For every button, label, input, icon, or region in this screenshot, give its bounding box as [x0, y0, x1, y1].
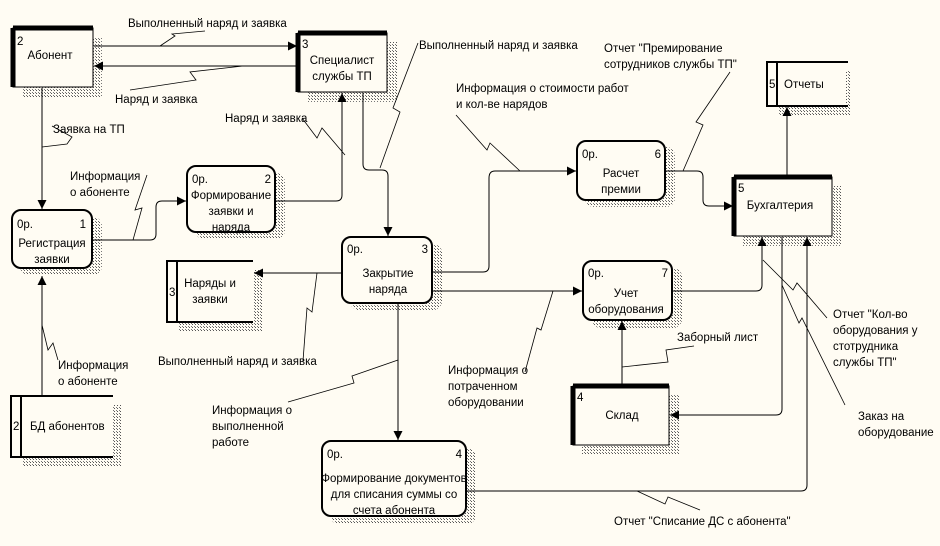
flow-label: оборудовании — [448, 397, 524, 409]
process-number: 4 — [456, 449, 463, 461]
flow-labels: Выполненный наряд и заявка Наряд и заявк… — [53, 18, 934, 528]
process-cost: 0р. — [192, 174, 208, 186]
process-name-line: оборудования — [588, 304, 664, 316]
flow-label: службы ТП" — [833, 357, 897, 369]
process-cost: 0р. — [327, 449, 343, 461]
flow-label: работе — [212, 437, 249, 449]
entity-number: 2 — [17, 36, 23, 48]
flow-p2-to-specialist[interactable] — [275, 93, 347, 202]
datastore-number: 5 — [769, 79, 775, 91]
datastore-orders[interactable]: 3 Наряды и заявки — [166, 260, 262, 332]
datastore-name: Отчеты — [784, 79, 824, 91]
flow-label: Выполненный наряд и заявка — [419, 40, 578, 52]
datastore-number: 2 — [13, 421, 19, 433]
datastore-number: 3 — [169, 287, 175, 299]
datastore-name-line: Наряды и — [184, 278, 236, 290]
process-2[interactable]: 0р. 2 Формирование заявки и наряда — [186, 165, 285, 239]
entity-name: Бухгалтерия — [747, 200, 813, 212]
flow-label: о абоненте — [70, 187, 130, 199]
process-3[interactable]: 0р. 3 Закрытие наряда — [341, 236, 442, 310]
entity-name-line: службы ТП — [312, 71, 372, 83]
entity-abonent[interactable]: 2 Абонент — [10, 25, 102, 97]
process-number: 2 — [265, 174, 271, 186]
entity-number: 5 — [738, 183, 744, 195]
datastore-name: БД абонентов — [30, 421, 105, 433]
flow-label: Наряд и заявка — [225, 113, 308, 125]
flow-label: Заборный лист — [677, 332, 759, 344]
entity-buh[interactable]: 5 Бухгалтерия — [731, 174, 842, 246]
flow-label: Заявка на ТП — [53, 124, 125, 136]
process-number: 6 — [655, 149, 661, 161]
flow-p3-to-p6[interactable] — [432, 166, 576, 273]
process-4[interactable]: 0р. 4 Формирование документов для списан… — [321, 440, 476, 524]
flow-label: Информация о — [448, 365, 528, 377]
flow-p1-to-p2[interactable] — [92, 196, 186, 241]
flow-label: о абоненте — [58, 376, 118, 388]
process-number: 3 — [422, 244, 428, 256]
entity-name: Абонент — [27, 50, 73, 62]
flow-label: выполненной — [212, 421, 284, 433]
flow-label: Информация — [58, 360, 128, 372]
datastore-name-line: заявки — [192, 294, 227, 306]
flow-buh-to-sklad[interactable] — [670, 237, 783, 420]
process-name-line: наряда — [369, 284, 408, 296]
process-cost: 0р. — [347, 244, 363, 256]
flow-p6-to-buh[interactable] — [665, 170, 733, 211]
process-name-line: наряда — [212, 222, 251, 234]
process-7[interactable]: 0р. 7 Учет оборудования — [582, 260, 682, 328]
process-name-line: Формирование — [191, 190, 271, 202]
entity-number: 4 — [577, 392, 584, 404]
flow-label: Заказ на — [858, 411, 905, 423]
process-name-line: Регистрация — [18, 238, 85, 250]
process-number: 7 — [662, 268, 668, 280]
process-name-line: Расчет — [603, 168, 640, 180]
process-name-line: Учет — [614, 288, 639, 300]
flow-label: Отчет "Кол-во — [833, 309, 908, 321]
process-name-line: для списания суммы со — [331, 489, 458, 501]
flow-label: оборудования у — [833, 325, 918, 337]
entity-sklad[interactable]: 4 Склад — [570, 383, 679, 455]
flow-specialist-to-p3[interactable] — [362, 93, 393, 236]
process-name-line: Формирование документов — [321, 473, 467, 485]
flow-label: сотрудников службы ТП" — [604, 59, 737, 71]
entity-name: Склад — [605, 410, 639, 422]
label-leaders — [41, 30, 846, 511]
datastore-subscribers-db[interactable]: 2 БД абонентов — [10, 395, 122, 467]
process-name-line: заявки и — [208, 206, 253, 218]
entity-name-line: Специалист — [310, 55, 375, 67]
flow-p7-to-buh[interactable] — [672, 237, 767, 292]
process-cost: 0р. — [582, 149, 598, 161]
process-name-line: премии — [601, 184, 641, 196]
process-name-line: Закрытие — [362, 268, 413, 280]
flow-label: Отчет "Списание ДС с абонента" — [614, 516, 791, 528]
process-name-line: заявки — [34, 254, 69, 266]
process-6[interactable]: 0р. 6 Расчет премии — [576, 140, 675, 207]
flow-label: Выполненный наряд и заявка — [158, 356, 317, 368]
process-number: 1 — [80, 219, 86, 231]
entity-specialist[interactable]: 3 Специалист службы ТП — [295, 30, 397, 102]
flow-label: Информация о — [212, 405, 292, 417]
flow-label: потраченном — [448, 381, 518, 393]
process-name-line: счета абонента — [353, 505, 436, 517]
process-cost: 0р. — [588, 268, 604, 280]
flow-label: оборудование — [858, 427, 934, 439]
flow-p4-to-buh[interactable] — [466, 237, 812, 492]
flow-label: Информация о стоимости работ — [456, 83, 629, 95]
datastore-reports[interactable]: 5 Отчеты — [766, 61, 850, 115]
flow-label: Выполненный наряд и заявка — [128, 18, 287, 30]
flow-label: Информация — [70, 171, 140, 183]
flow-label: стотрудника — [833, 341, 899, 353]
process-1[interactable]: 0р. 1 Регистрация заявки — [11, 209, 102, 275]
process-cost: 0р. — [17, 219, 33, 231]
flow-label: Наряд и заявка — [115, 94, 198, 106]
entity-number: 3 — [302, 39, 308, 51]
flow-label: и кол-ве нарядов — [456, 99, 548, 111]
flow-label: Отчет "Премирование — [604, 43, 723, 55]
